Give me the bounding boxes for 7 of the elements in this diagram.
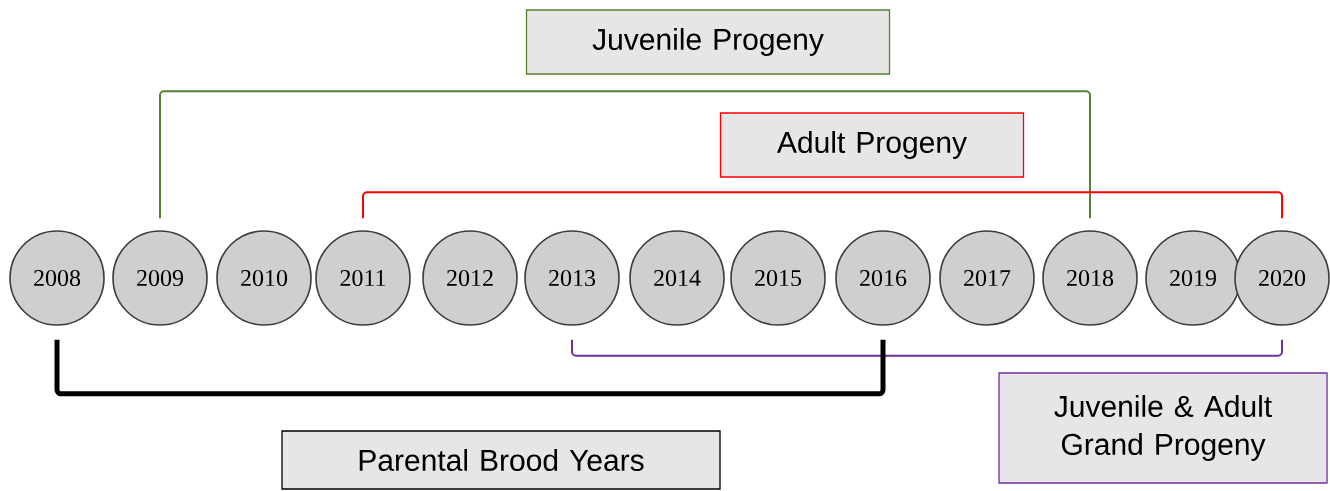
label-box: Juvenile Progeny bbox=[525, 9, 891, 75]
label-box: Adult Progeny bbox=[719, 112, 1025, 178]
bracket bbox=[159, 90, 1091, 220]
label-box: Juvenile & Adult Grand Progeny bbox=[998, 372, 1328, 484]
bracket bbox=[54, 339, 886, 397]
label-box: Parental Brood Years bbox=[281, 430, 721, 490]
bracket bbox=[362, 191, 1283, 220]
